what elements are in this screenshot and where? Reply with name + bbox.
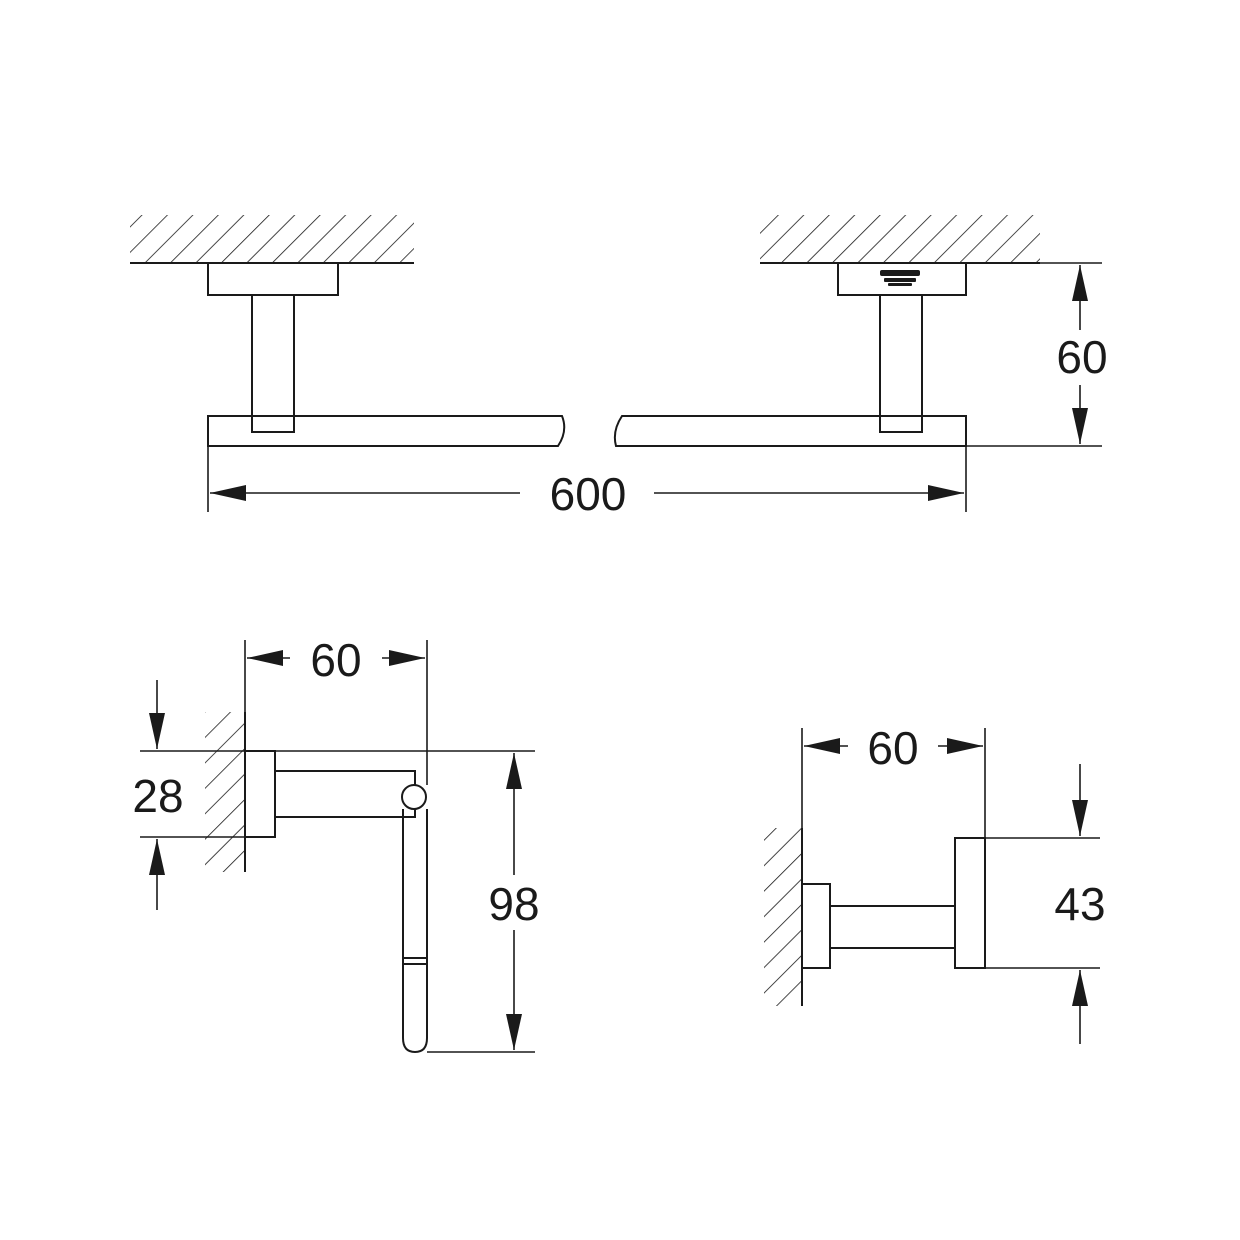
wall-hatch-right [760, 215, 1040, 264]
width-dimension: 600 [210, 468, 964, 520]
towel-bar-drawing: 600 60 [130, 215, 1108, 520]
hook-height-label: 43 [1054, 878, 1105, 930]
holder-projection-dimension: 60 [247, 634, 425, 686]
holder-height-label: 98 [488, 878, 539, 930]
wall-hatch-hook [764, 828, 803, 1006]
hook-projection-label: 60 [867, 722, 918, 774]
holder-projection-label: 60 [310, 634, 361, 686]
holder-rod [402, 809, 428, 1054]
rosette-dimension: 28 [132, 680, 184, 910]
holder-rosette [244, 750, 276, 838]
bar-left-segment [207, 415, 566, 447]
hook-rosette [801, 883, 831, 969]
wall-hatch-left [130, 215, 414, 264]
robe-hook-drawing: 60 43 [764, 722, 1106, 1044]
hook-arm [829, 905, 971, 949]
hook-head [954, 837, 986, 969]
wall-hatch-holder [205, 712, 246, 872]
holder-arm [274, 770, 416, 818]
rosette-dimension-label: 28 [132, 770, 183, 822]
holder-pivot [401, 784, 427, 810]
logo-icon [880, 270, 920, 286]
right-bracket [837, 262, 967, 433]
hook-height-dimension: 43 [1054, 764, 1106, 1044]
projection-dimension-label: 60 [1056, 331, 1107, 383]
paper-holder-drawing: 60 28 98 [132, 634, 540, 1054]
width-dimension-label: 600 [550, 468, 627, 520]
holder-height-dimension: 98 [488, 753, 540, 1050]
left-bracket [207, 262, 339, 433]
bar-right-segment [613, 415, 967, 447]
projection-dimension: 60 [1056, 265, 1108, 444]
hook-projection-dimension: 60 [804, 722, 983, 774]
